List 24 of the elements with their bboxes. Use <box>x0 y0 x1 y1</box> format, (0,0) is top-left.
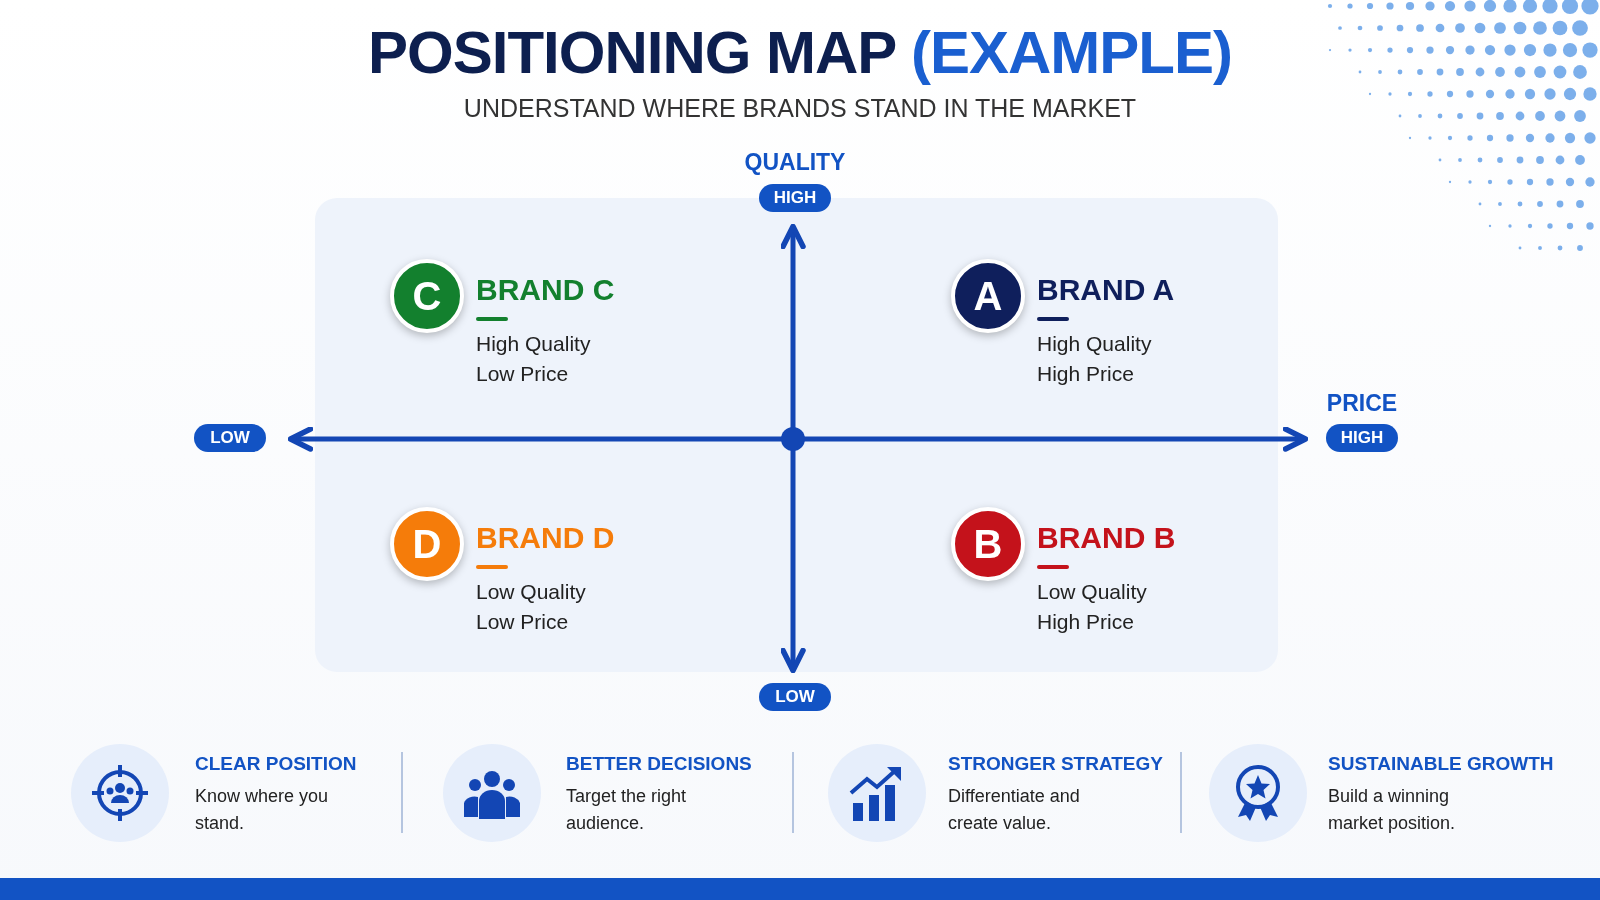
brand-description: High Quality Low Price <box>476 331 592 387</box>
brand-description: High Quality High Price <box>1037 331 1153 387</box>
axis-tag: LOW <box>759 683 831 711</box>
feature-description: Build a winning market position. <box>1328 785 1457 835</box>
brand-heading: BRAND A <box>1037 273 1175 307</box>
axis-title: PRICE <box>1325 390 1399 417</box>
feature-description: Target the right audience. <box>566 785 688 835</box>
brand-description: Low Quality High Price <box>1037 579 1148 635</box>
feature-heading: BETTER DECISIONS <box>566 753 752 775</box>
axis-tag: HIGH <box>759 184 831 212</box>
axis-tag: LOW <box>194 424 266 452</box>
axis-title: QUALITY <box>743 149 847 176</box>
feature-heading: CLEAR POSITION <box>195 753 357 775</box>
brand-heading: BRAND D <box>476 521 615 555</box>
brand-heading: BRAND C <box>476 273 615 307</box>
title: POSITIONING MAP (EXAMPLE) <box>367 18 1233 87</box>
brand-heading: BRAND B <box>1037 521 1176 555</box>
axis-tag: HIGH <box>1326 424 1398 452</box>
subtitle: UNDERSTAND WHERE BRANDS STAND IN THE MARKET <box>462 94 1138 123</box>
feature-heading: SUSTAINABLE GROWTH <box>1328 753 1554 775</box>
feature-description: Know where you stand. <box>195 785 330 835</box>
feature-heading: STRONGER STRATEGY <box>948 753 1163 775</box>
brand-description: Low Quality Low Price <box>476 579 587 635</box>
feature-description: Differentiate and create value. <box>948 785 1081 835</box>
